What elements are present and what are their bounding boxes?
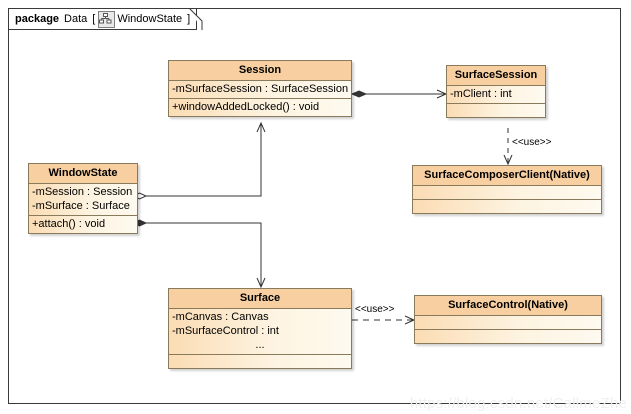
bracket-open: [ — [92, 13, 96, 25]
class-attributes-surfacesession: -mClient : int — [447, 86, 545, 104]
operation-row: +attach() : void — [32, 218, 106, 230]
relation-label-use-composer: <<use>> — [512, 137, 552, 148]
class-box-surfacecontrol[interactable]: SurfaceControl(Native) — [414, 295, 602, 344]
class-name-surfacecomposerclient: SurfaceComposerClient(Native) — [413, 166, 601, 186]
class-diagram-icon — [98, 10, 116, 28]
relation-label-use-surfacecontrol: <<use>> — [355, 304, 395, 315]
package-frame — [8, 8, 621, 404]
attribute-row: -mSession : Session — [32, 186, 133, 198]
package-header-tab: package Data [ WindowState ] — [8, 8, 198, 30]
class-box-surface[interactable]: Surface -mCanvas : Canvas -mSurfaceContr… — [168, 288, 352, 369]
class-name-windowstate: WindowState — [29, 164, 137, 184]
attribute-row: -mCanvas : Canvas — [172, 311, 269, 323]
package-name: Data — [64, 13, 88, 25]
class-attributes-surfacecontrol — [415, 316, 601, 330]
class-operations-surfacecomposerclient — [413, 200, 601, 213]
class-name-surface: Surface — [169, 289, 351, 309]
class-name-surfacesession: SurfaceSession — [447, 66, 545, 86]
class-name-session: Session — [169, 61, 351, 81]
attribute-row: -mSurfaceSession : SurfaceSession — [172, 83, 348, 95]
class-box-surfacesession[interactable]: SurfaceSession -mClient : int — [446, 65, 546, 118]
class-operations-surfacecontrol — [415, 330, 601, 343]
attribute-row: -mSurface : Surface — [32, 200, 130, 212]
attribute-row-ellipsis: ... — [255, 339, 265, 351]
operation-row: +windowAddedLocked() : void — [172, 101, 320, 113]
attribute-row: -mClient : int — [450, 88, 512, 100]
package-tab-corner — [189, 8, 203, 30]
package-diagram-name: WindowState — [117, 13, 183, 25]
class-attributes-surface: -mCanvas : Canvas -mSurfaceControl : int… — [169, 309, 351, 355]
class-attributes-surfacecomposerclient — [413, 186, 601, 200]
class-name-surfacecontrol: SurfaceControl(Native) — [415, 296, 601, 316]
attribute-row: -mSurfaceControl : int — [172, 325, 279, 337]
class-box-windowstate[interactable]: WindowState -mSession : Session -mSurfac… — [28, 163, 138, 234]
watermark: https://blog.csdn.net/CallmeZhe — [409, 395, 627, 412]
bracket-close: ] — [187, 13, 191, 25]
class-box-surfacecomposerclient[interactable]: SurfaceComposerClient(Native) — [412, 165, 602, 214]
package-keyword: package — [15, 13, 60, 25]
class-operations-session: +windowAddedLocked() : void — [169, 99, 351, 116]
class-box-session[interactable]: Session -mSurfaceSession : SurfaceSessio… — [168, 60, 352, 117]
class-operations-windowstate: +attach() : void — [29, 216, 137, 233]
class-attributes-windowstate: -mSession : Session -mSurface : Surface — [29, 184, 137, 216]
class-operations-surfacesession — [447, 104, 545, 117]
class-operations-surface — [169, 355, 351, 368]
class-attributes-session: -mSurfaceSession : SurfaceSession — [169, 81, 351, 99]
